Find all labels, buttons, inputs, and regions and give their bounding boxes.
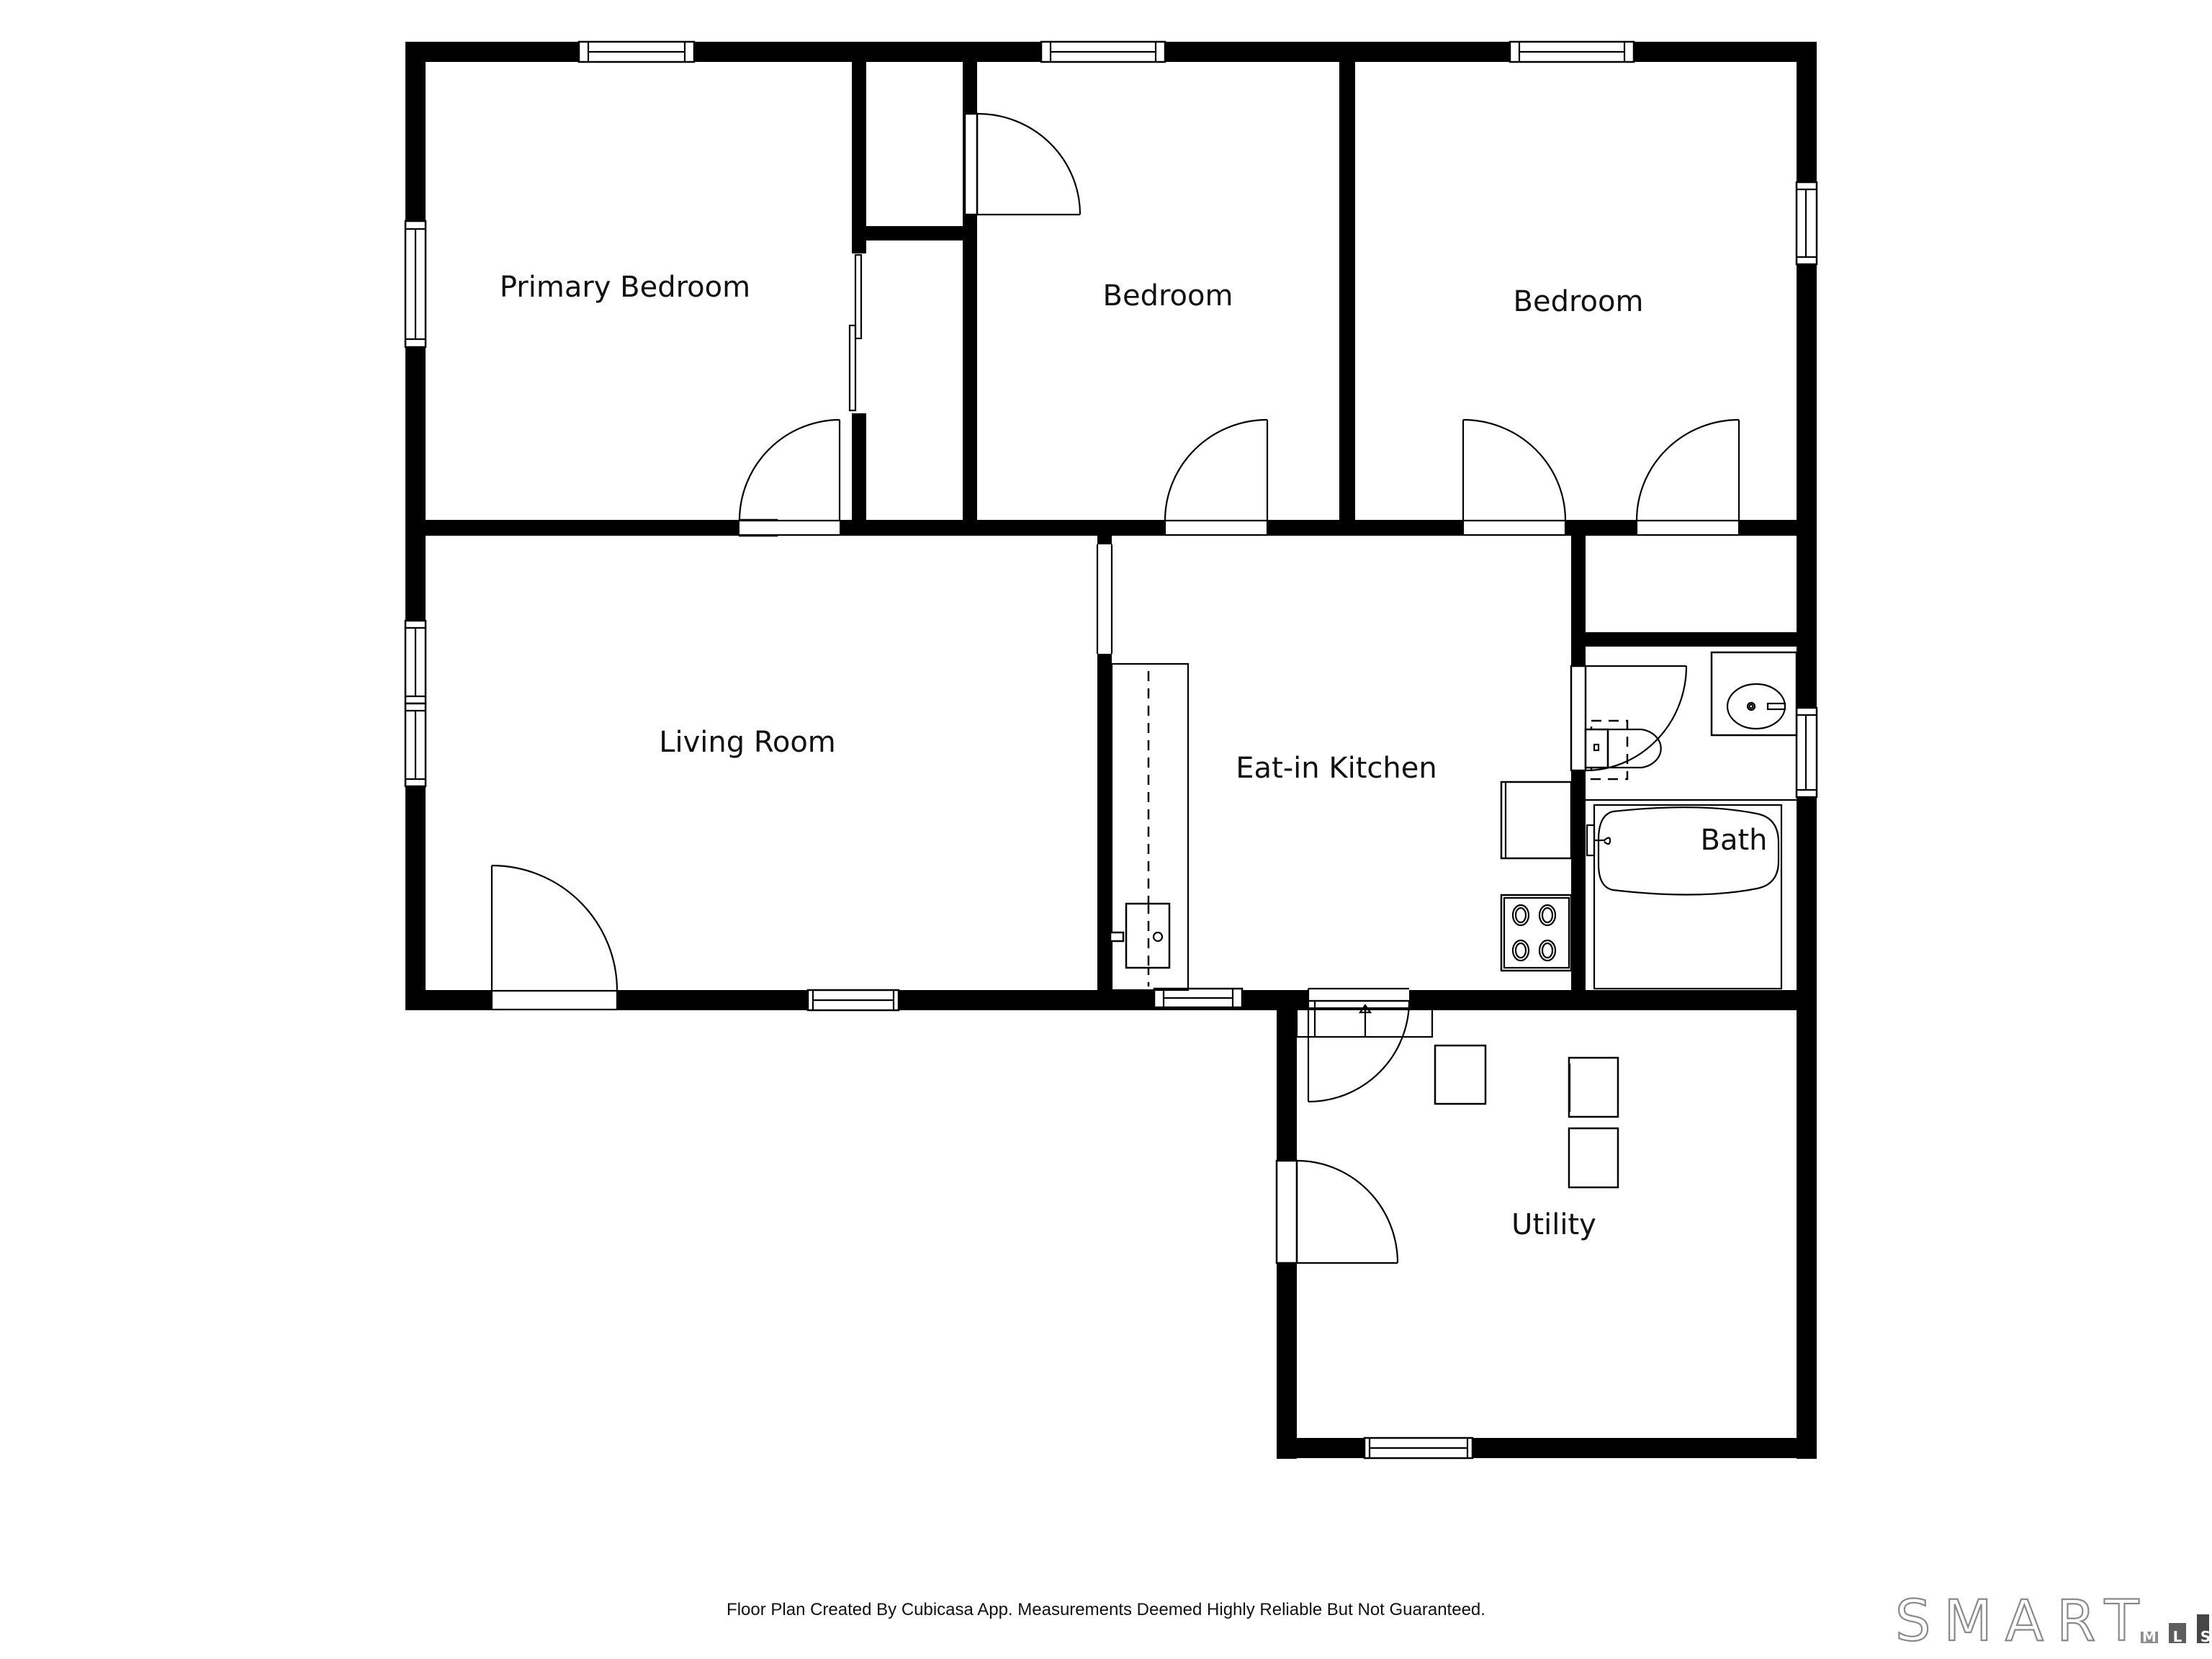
- door-bedroom1-closet[interactable]: [963, 112, 1082, 216]
- door-utility-top[interactable]: [1307, 987, 1411, 1103]
- toilet-icon: [1584, 719, 1662, 781]
- window-living-left-1: [404, 619, 427, 705]
- bath-sink-icon: [1710, 651, 1798, 737]
- window-living-bottom: [806, 989, 900, 1012]
- window-bedroom2-top: [1509, 40, 1635, 63]
- logo-bar-l: [2169, 1623, 2186, 1643]
- washer-icon: [1568, 1056, 1619, 1118]
- logo-wordmark: SMART: [1895, 1597, 2152, 1643]
- door-bath[interactable]: [1570, 665, 1688, 772]
- kitchen-sink-icon: [1109, 902, 1171, 969]
- dryer-icon: [1568, 1127, 1619, 1189]
- room-labels: Primary Bedroom Bedroom Bedroom Living R…: [500, 271, 1768, 1241]
- room-label-utility: Utility: [1511, 1208, 1596, 1241]
- logo-bars: M L S: [2141, 1614, 2209, 1643]
- disclaimer-text: Floor Plan Created By Cubicasa App. Meas…: [727, 1600, 1485, 1619]
- window-primary-top: [577, 40, 696, 63]
- door-closet-sliding[interactable]: [848, 253, 866, 413]
- room-label-bedroom-1: Bedroom: [1103, 279, 1233, 313]
- room-label-eat-in-kitchen: Eat-in Kitchen: [1236, 752, 1437, 785]
- smart-mls-logo: SMART M L S: [1894, 1597, 2209, 1643]
- windows: [404, 40, 1818, 1460]
- svg-text:L: L: [2173, 1628, 2182, 1643]
- door-living-entry[interactable]: [490, 864, 619, 1011]
- bathtub-icon: [1586, 799, 1797, 990]
- door-bedroom-2-closet[interactable]: [1635, 418, 1740, 536]
- furnace-icon: [1434, 1044, 1487, 1105]
- stairs-icon: [1295, 999, 1434, 1038]
- window-utility-bottom: [1363, 1437, 1474, 1460]
- doors: [490, 112, 1740, 1264]
- room-label-primary-bedroom: Primary Bedroom: [500, 271, 750, 304]
- door-bedroom-2[interactable]: [1462, 418, 1567, 536]
- room-label-living-room: Living Room: [659, 726, 836, 759]
- window-bedroom2-right: [1795, 181, 1818, 266]
- refrigerator-icon: [1500, 781, 1573, 860]
- svg-text:S: S: [2200, 1628, 2209, 1643]
- door-primary-bedroom[interactable]: [738, 418, 841, 537]
- window-living-left-2: [404, 702, 427, 788]
- svg-text:M: M: [2142, 1628, 2157, 1643]
- logo-bar-s: [2197, 1614, 2209, 1643]
- room-label-bath: Bath: [1701, 824, 1768, 857]
- window-bedroom1-top: [1040, 40, 1166, 63]
- door-bedroom-1[interactable]: [1164, 418, 1269, 536]
- window-kitchen-bottom: [1153, 987, 1244, 1009]
- logo-bar-m: [2141, 1632, 2158, 1643]
- door-utility-exterior[interactable]: [1275, 1159, 1399, 1264]
- room-label-bedroom-2: Bedroom: [1514, 285, 1644, 318]
- window-bath-right: [1795, 706, 1818, 799]
- stove-icon: [1500, 894, 1573, 972]
- fixtures: [1109, 651, 1798, 1189]
- window-primary-left: [404, 220, 427, 349]
